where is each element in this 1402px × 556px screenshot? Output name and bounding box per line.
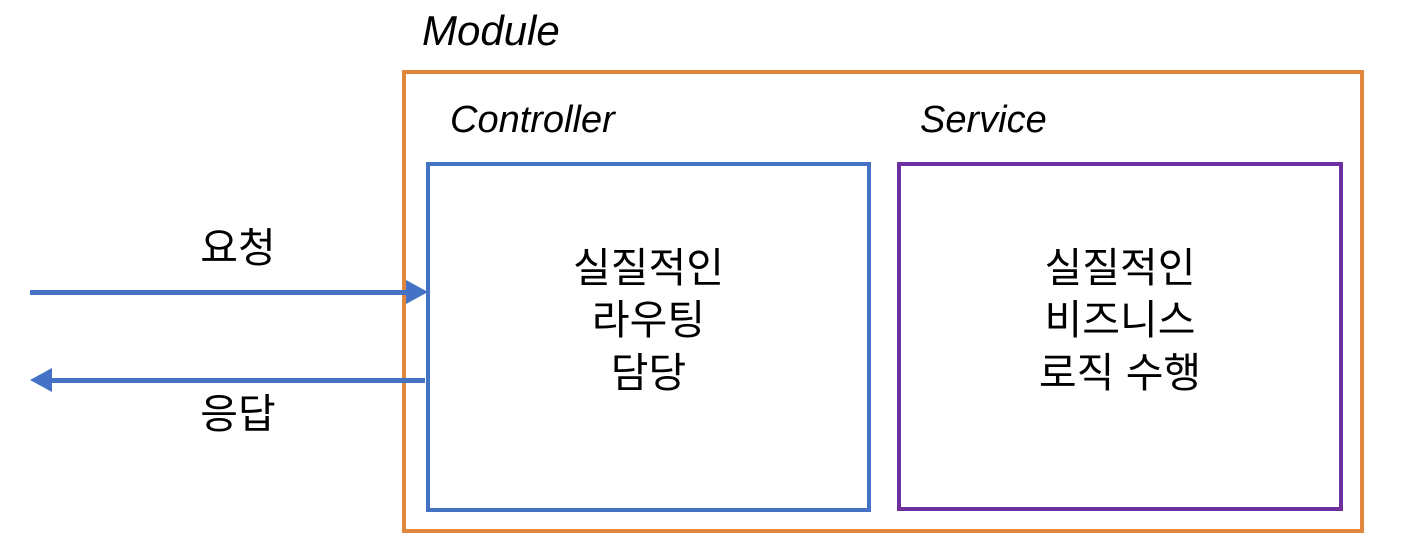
module-caption-label: Module (422, 7, 560, 54)
service-container (897, 162, 1343, 511)
request-arrow-label: 요청 (200, 225, 276, 271)
module-container (402, 70, 1364, 533)
service-body-text: 실질적인 비즈니스 로직 수행 (1038, 245, 1202, 396)
request-arrow-line (30, 290, 418, 295)
response-arrow-line (44, 378, 425, 383)
response-arrow-head-icon (30, 368, 52, 392)
controller-body-text: 실질적인 라우팅 담당 (573, 245, 724, 396)
response-arrow-label: 응답 (200, 391, 276, 437)
service-caption-label: Service (920, 99, 1047, 141)
controller-container (426, 162, 871, 512)
controller-caption-label: Controller (450, 99, 615, 141)
request-arrow-head-icon (406, 280, 428, 304)
